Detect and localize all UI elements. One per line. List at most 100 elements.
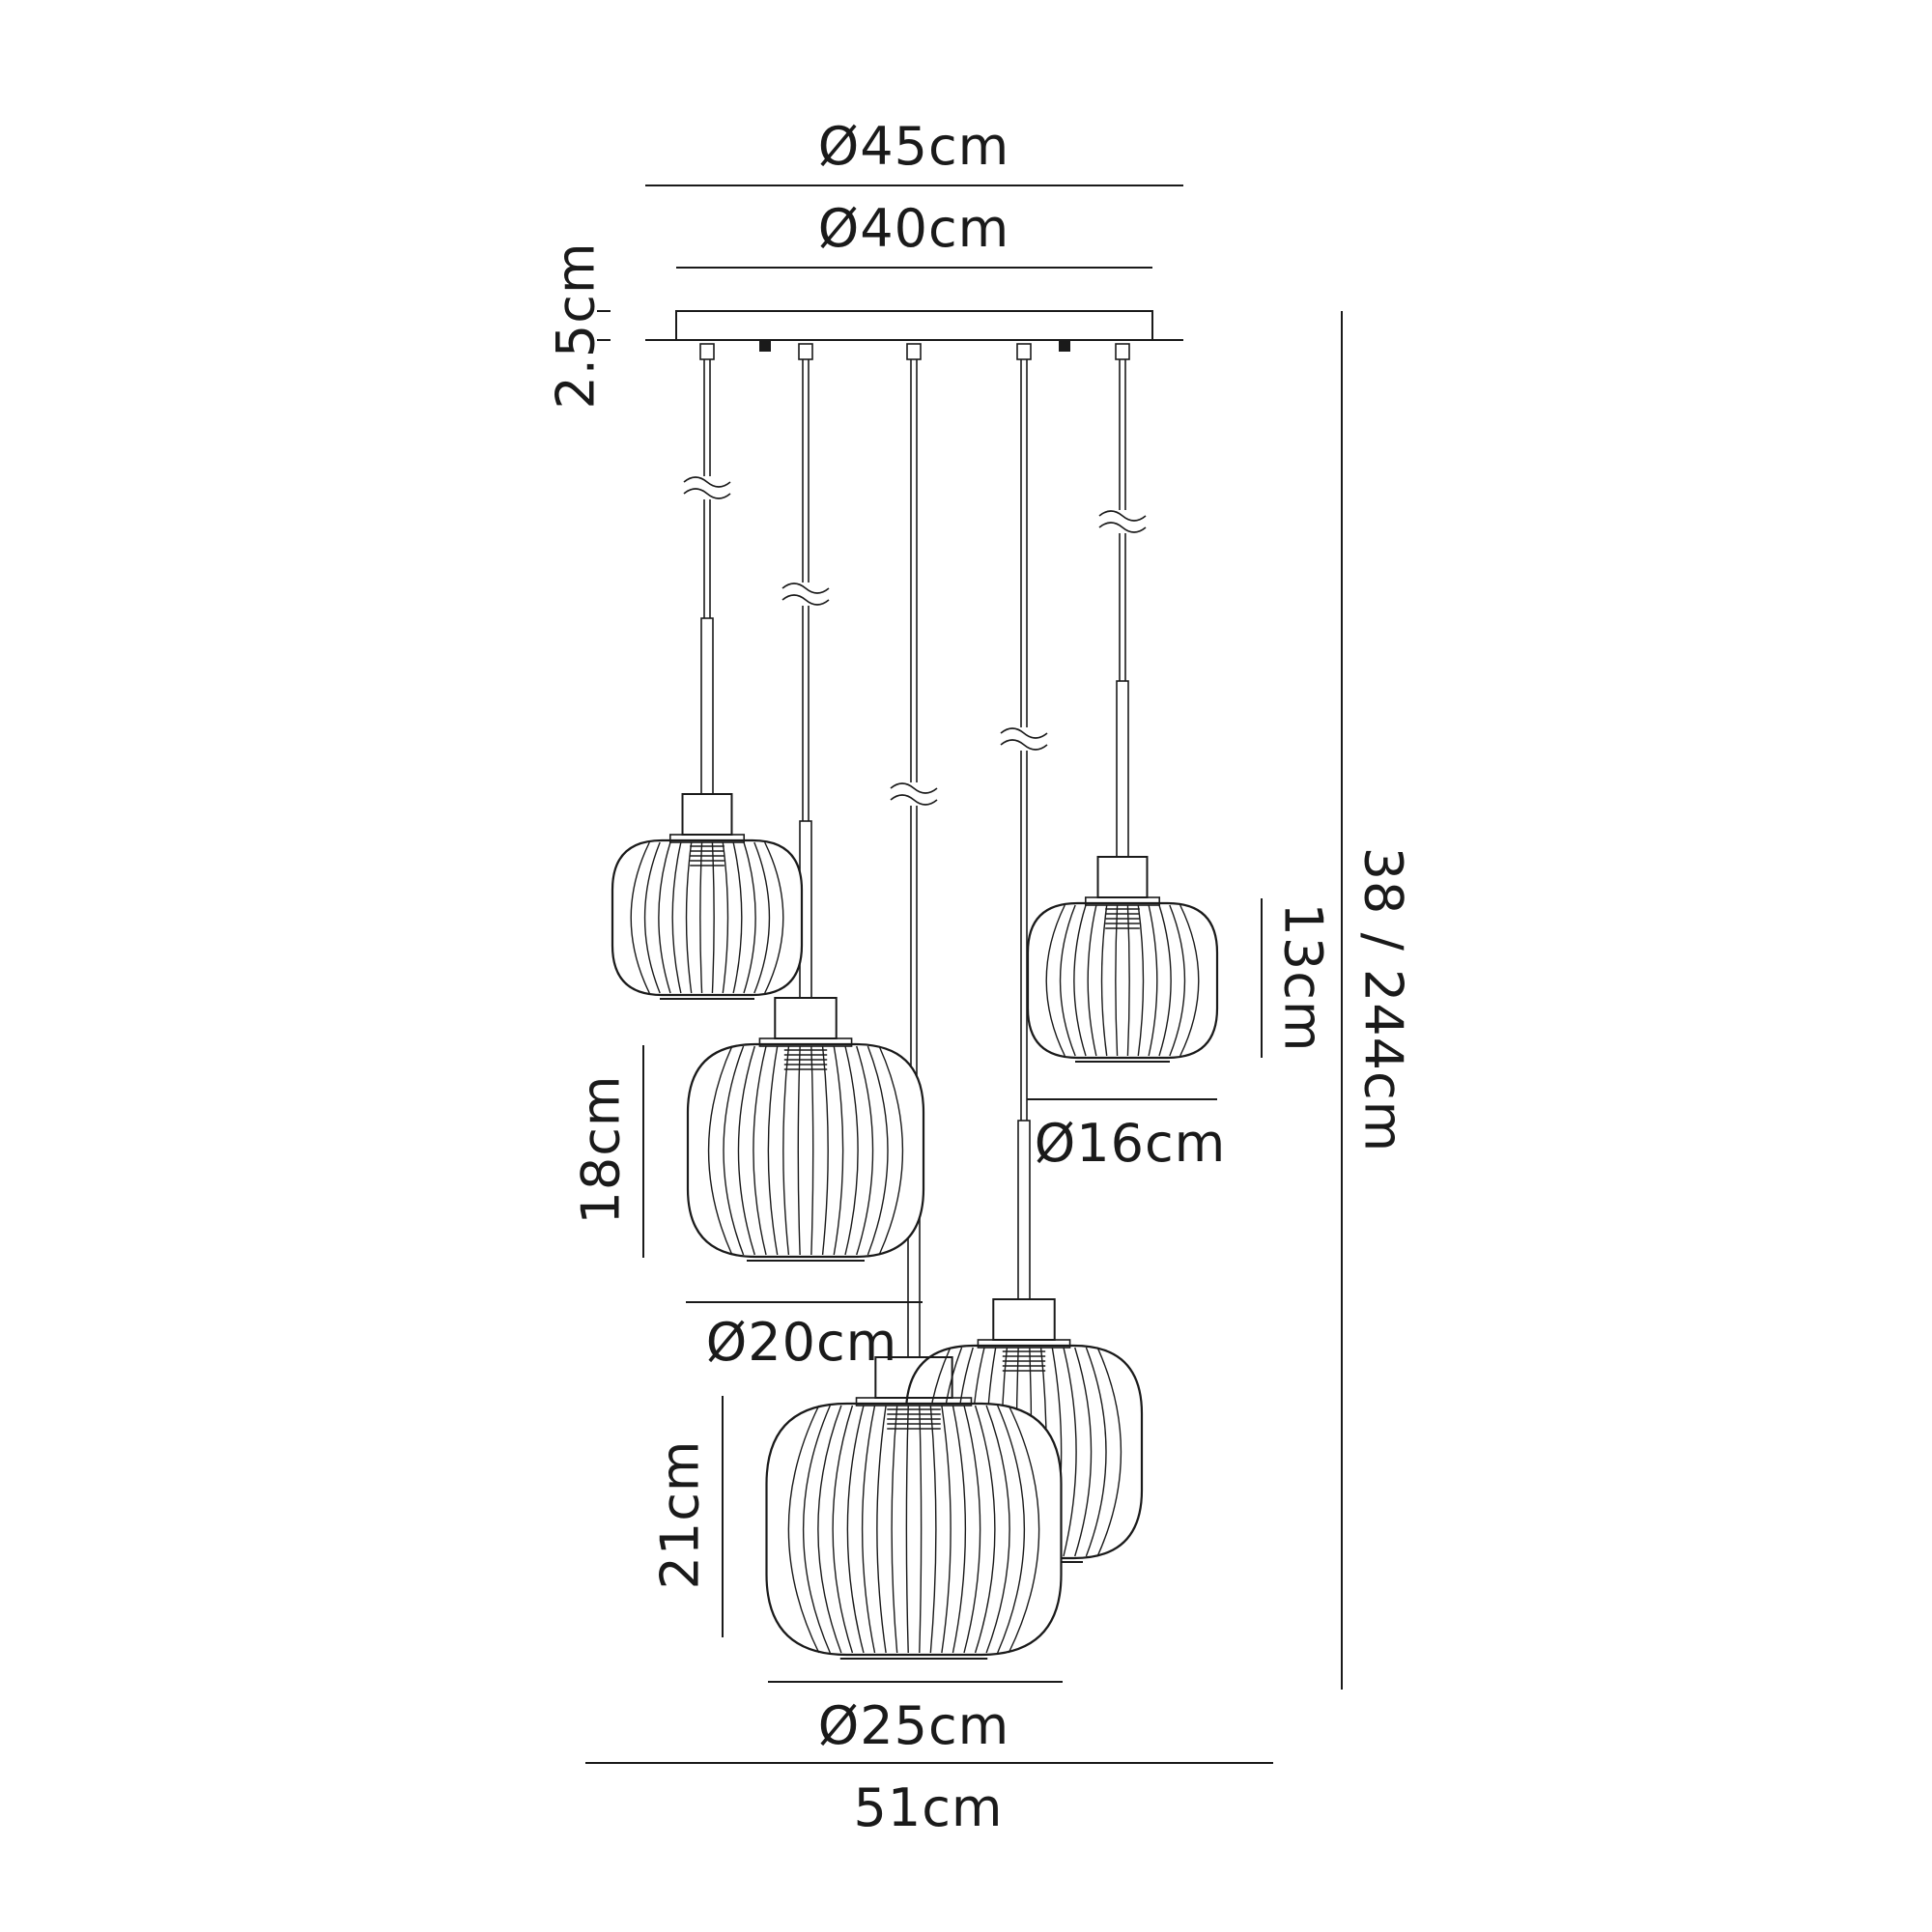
shade-rib bbox=[658, 841, 671, 994]
shade-rib bbox=[711, 841, 715, 994]
shade-glass bbox=[611, 838, 804, 997]
medium-shade-height-label: 18cm bbox=[571, 1074, 632, 1224]
large-shade-height-label: 21cm bbox=[650, 1439, 711, 1589]
cable-break-mark bbox=[1098, 522, 1147, 533]
shade-rib bbox=[878, 1045, 904, 1256]
cable-break-mark bbox=[1000, 739, 1048, 751]
holder-collar bbox=[1084, 896, 1161, 906]
shade-rib bbox=[821, 1045, 829, 1256]
large-shade bbox=[765, 1356, 1063, 1660]
shade-rib bbox=[787, 1405, 820, 1654]
shade-rib bbox=[1059, 904, 1076, 1057]
cable-break-mark bbox=[683, 488, 731, 499]
canopy-screws bbox=[759, 340, 1070, 352]
shade-rib bbox=[737, 1045, 755, 1256]
canopy-inner-diameter-label: Ø40cm bbox=[818, 198, 1010, 259]
shade-rib bbox=[643, 841, 661, 994]
cable-grip bbox=[1115, 343, 1130, 360]
lamp-socket bbox=[1105, 908, 1140, 929]
overall-width-label: 51cm bbox=[853, 1777, 1003, 1838]
small-shade-height-label: 13cm bbox=[1272, 902, 1333, 1052]
shade-rib bbox=[1137, 904, 1145, 1057]
shade-rib bbox=[699, 841, 703, 994]
shade-rib bbox=[707, 1045, 733, 1256]
lamp-holder bbox=[1096, 856, 1149, 898]
cable-break-mark bbox=[781, 582, 830, 594]
shade-rib bbox=[764, 841, 784, 994]
holder-collar bbox=[668, 834, 746, 843]
shade-rib bbox=[803, 1405, 831, 1654]
shade-rib bbox=[1148, 904, 1158, 1057]
shade-rib bbox=[1096, 1347, 1122, 1557]
glass-shades bbox=[611, 793, 1219, 1660]
cable-grip bbox=[699, 343, 715, 360]
lamp-socket bbox=[1002, 1350, 1046, 1372]
shade-rib bbox=[891, 1405, 898, 1654]
shade-glass bbox=[765, 1402, 1063, 1657]
cable-4 bbox=[1000, 343, 1048, 1300]
medium-shade-diameter-label: Ø20cm bbox=[706, 1312, 898, 1373]
shade-rib bbox=[817, 1405, 842, 1654]
shade-rib bbox=[722, 841, 729, 994]
holder-collar bbox=[855, 1397, 973, 1406]
shade-rib bbox=[1085, 1347, 1107, 1557]
shade-rib bbox=[1073, 904, 1087, 1057]
shade-rib bbox=[671, 841, 682, 994]
shade-rib bbox=[723, 1045, 745, 1256]
shade-rib bbox=[929, 1405, 937, 1654]
shade-glass bbox=[1026, 901, 1219, 1060]
shade-rib bbox=[685, 841, 693, 994]
shade-rib bbox=[876, 1405, 887, 1654]
lamp-holder bbox=[681, 793, 733, 836]
shade-rib bbox=[753, 841, 771, 994]
shade-rib bbox=[846, 1405, 865, 1654]
cable-grip bbox=[1016, 343, 1032, 360]
shade-rib bbox=[732, 841, 743, 994]
shade-rib bbox=[861, 1405, 876, 1654]
lamp-holder bbox=[992, 1298, 1056, 1341]
shade-rib bbox=[833, 1045, 844, 1256]
cable-break-mark bbox=[1000, 727, 1048, 739]
lamp-holder bbox=[774, 997, 838, 1039]
shade-rib bbox=[985, 1405, 1010, 1654]
holder-collar bbox=[758, 1037, 853, 1047]
shade-rib bbox=[782, 1045, 790, 1256]
cable-grip bbox=[906, 343, 922, 360]
shade-rib bbox=[997, 1405, 1025, 1654]
shade-rib bbox=[1115, 904, 1119, 1057]
shade-rib bbox=[810, 1045, 814, 1256]
lamp-socket bbox=[887, 1408, 941, 1430]
medium-shade bbox=[686, 997, 925, 1262]
shade-rib bbox=[963, 1405, 981, 1654]
shade-rib bbox=[867, 1045, 889, 1256]
cable-rod bbox=[700, 617, 714, 795]
shade-glass bbox=[686, 1042, 925, 1259]
cable-rod bbox=[1116, 680, 1129, 858]
shade-rib bbox=[974, 1405, 996, 1654]
shade-rib bbox=[1126, 904, 1130, 1057]
holder-collar bbox=[977, 1339, 1071, 1349]
shade-rib bbox=[941, 1405, 952, 1654]
shade-rib bbox=[1158, 904, 1172, 1057]
small-shade-left bbox=[611, 793, 804, 1000]
large-shade-diameter-label: Ø25cm bbox=[818, 1695, 1010, 1756]
shade-rib bbox=[1008, 1405, 1040, 1654]
shade-rib bbox=[1169, 904, 1186, 1057]
shade-rib bbox=[753, 1045, 767, 1256]
shade-rib bbox=[1045, 904, 1065, 1057]
shade-rib bbox=[905, 1405, 909, 1654]
shade-rib bbox=[856, 1045, 874, 1256]
shade-rib bbox=[844, 1045, 859, 1256]
cable-break-mark bbox=[890, 794, 938, 806]
shade-rib bbox=[1063, 1347, 1077, 1557]
cable-break-mark bbox=[890, 782, 938, 794]
ceiling-canopy bbox=[645, 310, 1183, 341]
shade-rib bbox=[1074, 1347, 1093, 1557]
cable-break-mark bbox=[683, 476, 731, 488]
lamp-socket bbox=[690, 845, 724, 867]
shade-rib bbox=[919, 1405, 923, 1654]
canopy-outer-diameter-label: Ø45cm bbox=[818, 116, 1010, 177]
small-shade-right bbox=[1026, 856, 1219, 1063]
